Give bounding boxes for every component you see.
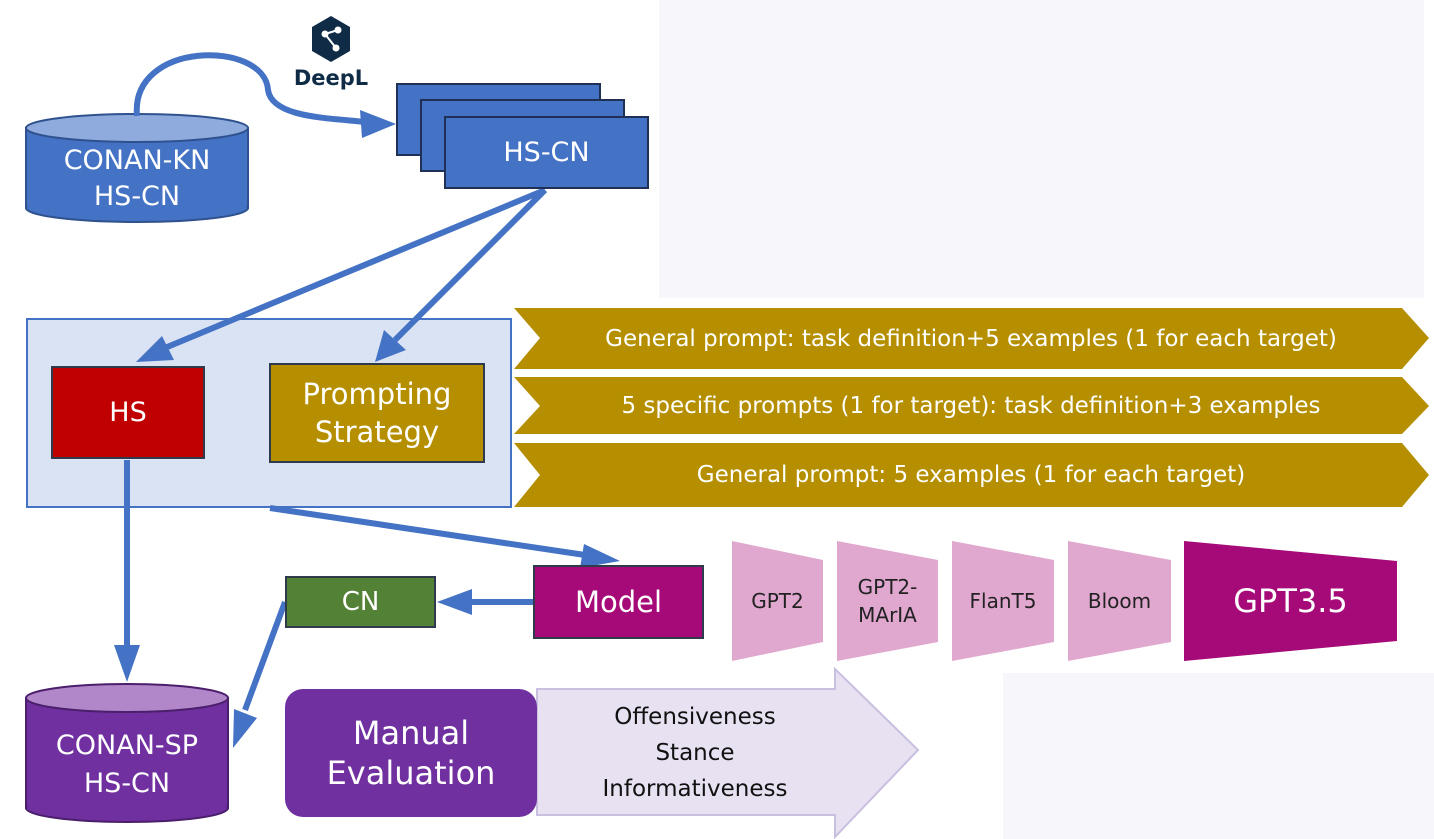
prompt-text-1: General prompt: task definition+5 exampl… xyxy=(605,325,1337,352)
model-shape-gpt35 xyxy=(1184,541,1397,661)
model-label-gpt35: GPT3.5 xyxy=(1184,560,1397,642)
model-gpt2-maria-line1: GPT2- xyxy=(857,575,918,599)
db-source-line1: CONAN-KN xyxy=(63,145,211,176)
blank-panel-top xyxy=(659,0,1424,298)
model-shape-flant5 xyxy=(952,541,1054,661)
model-gpt35-text: GPT3.5 xyxy=(1233,582,1348,620)
manual-eval-line2: Evaluation xyxy=(326,754,496,792)
prompt-text-3: General prompt: 5 examples (1 for each t… xyxy=(696,462,1246,488)
model-label-gpt2: GPT2 xyxy=(732,560,823,642)
prompt-text-2: 5 specific prompts (1 for target): task … xyxy=(621,392,1321,419)
prompt-banner-2 xyxy=(514,377,1429,434)
db-output-label: CONAN-SP HS-CN xyxy=(26,725,228,805)
arrow-cn-down-head xyxy=(233,709,257,748)
criterion-informativeness: Informativeness xyxy=(602,775,788,802)
model-label-gpt2-maria: GPT2- MArIA xyxy=(837,560,938,642)
model-label-flant5: FlanT5 xyxy=(952,560,1054,642)
model-gpt2-maria-line2: MArIA xyxy=(858,603,917,627)
db-output-cylinder xyxy=(25,683,229,823)
model-bloom-line1: Bloom xyxy=(1087,589,1152,613)
db-output-line1: CONAN-SP xyxy=(55,730,199,761)
criteria-arrow xyxy=(536,666,920,839)
model-flant5-line1: FlanT5 xyxy=(969,589,1037,613)
prompting-strategy-box: Prompting Strategy xyxy=(269,363,485,463)
model-gpt2-line1: GPT2 xyxy=(751,589,804,613)
translate-arrowhead xyxy=(360,110,396,138)
arrow-to-model-head xyxy=(580,544,620,568)
db-source-line2: HS-CN xyxy=(93,181,181,212)
manual-eval-line1: Manual xyxy=(352,714,470,752)
prompt-banner-3 xyxy=(514,443,1429,507)
deepl-logo-text: DeepL xyxy=(293,66,369,90)
criteria-list: Offensiveness Stance Informativeness xyxy=(560,690,830,815)
deepl-logo: DeepL xyxy=(290,14,372,94)
model-shape-gpt2 xyxy=(732,541,823,661)
deepl-logo-icon xyxy=(312,16,350,62)
translate-arrow xyxy=(133,52,367,125)
criterion-stance: Stance xyxy=(655,739,735,766)
model-box-label: Model xyxy=(574,585,663,619)
model-label-bloom: Bloom xyxy=(1068,560,1171,642)
hs-box-label: HS xyxy=(109,397,147,428)
blank-panel-bottom xyxy=(1003,673,1434,839)
prompting-line2: Strategy xyxy=(314,415,440,449)
manual-evaluation-box: Manual Evaluation xyxy=(285,689,537,817)
db-source-label: CONAN-KN HS-CN xyxy=(26,142,248,216)
db-output-line2: HS-CN xyxy=(83,768,171,799)
cn-box-label: CN xyxy=(341,587,380,617)
arrow-to-prompting-head xyxy=(375,330,406,362)
stack-card-front: HS-CN xyxy=(444,116,649,189)
stack-card-label: HS-CN xyxy=(503,137,590,168)
db-source-cylinder xyxy=(25,113,249,223)
prompting-line1: Prompting xyxy=(302,377,452,411)
arrow-to-cn-head xyxy=(437,589,472,615)
model-box: Model xyxy=(533,565,704,639)
hs-box: HS xyxy=(51,366,205,459)
model-shape-gpt2-maria xyxy=(837,541,938,661)
prompt-banner-1 xyxy=(514,308,1429,369)
cn-box: CN xyxy=(285,576,436,628)
criterion-offensiveness: Offensiveness xyxy=(614,703,776,730)
arrow-hs-down-head xyxy=(114,645,140,682)
model-shape-bloom xyxy=(1068,541,1171,661)
arrow-to-hs-head xyxy=(136,336,174,362)
